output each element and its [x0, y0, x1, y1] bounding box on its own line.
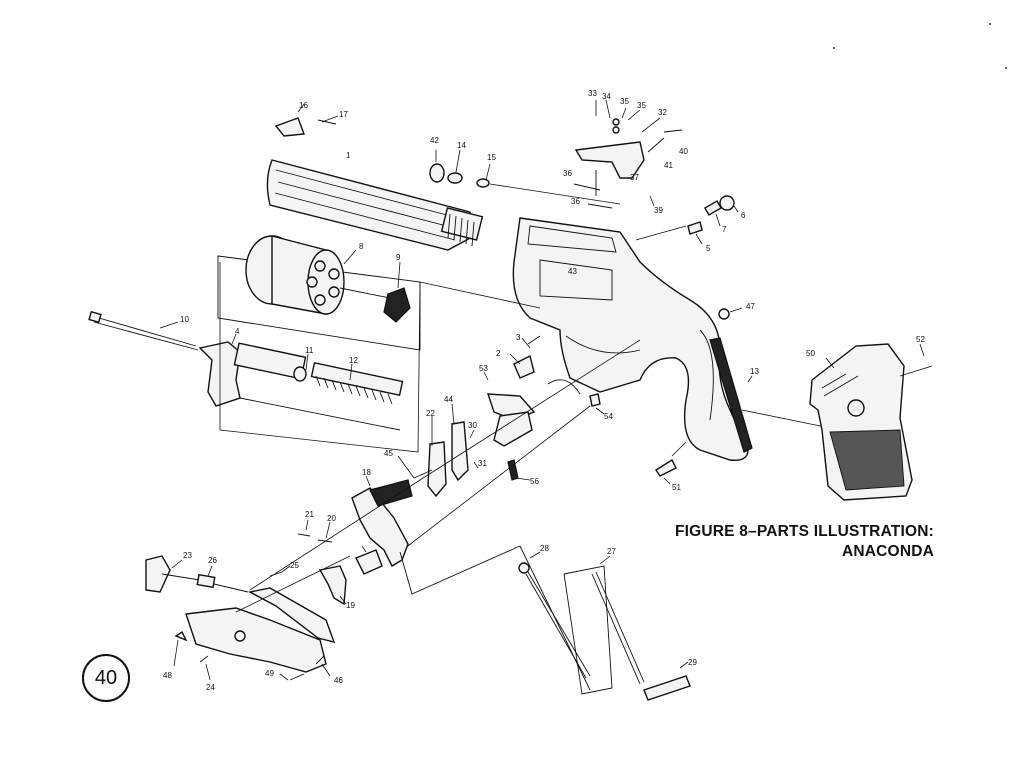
callout-47: 47 — [746, 302, 755, 311]
callout-27: 27 — [607, 547, 616, 556]
callout-40: 40 — [679, 147, 688, 156]
callout-12: 12 — [349, 356, 358, 365]
callout-50: 50 — [806, 349, 815, 358]
callout-45: 45 — [384, 449, 393, 458]
grip-part — [809, 343, 933, 501]
callout-54: 54 — [604, 412, 613, 421]
callout-53: 53 — [479, 364, 488, 373]
callout-5: 5 — [706, 244, 711, 253]
callout-21: 21 — [305, 510, 314, 519]
callout-4: 4 — [235, 327, 240, 336]
callout-22: 22 — [426, 409, 435, 418]
callout-31: 31 — [478, 459, 487, 468]
callout-32: 32 — [658, 108, 667, 117]
callout-35a: 35 — [620, 97, 629, 106]
callout-33: 33 — [588, 89, 597, 98]
callout-labels: 1 2 3 4 5 6 7 8 9 10 11 12 13 14 15 16 1… — [163, 89, 925, 692]
callout-19: 19 — [346, 601, 355, 610]
callout-6: 6 — [741, 211, 746, 220]
ejector-rod-parts — [429, 149, 621, 205]
trigger-part — [269, 519, 347, 606]
callout-2: 2 — [496, 349, 501, 358]
assembly-bracket-lines — [219, 262, 541, 453]
callout-8: 8 — [359, 242, 364, 251]
callout-26: 26 — [208, 556, 217, 565]
callout-15: 15 — [487, 153, 496, 162]
barrel-part — [266, 159, 484, 251]
callout-48: 48 — [163, 671, 172, 680]
page-number-badge: 40 — [82, 654, 130, 702]
callout-16: 16 — [299, 101, 308, 110]
crane-assembly — [198, 333, 404, 431]
callout-17: 17 — [339, 110, 348, 119]
hammer-spring-parts — [635, 195, 739, 245]
callout-52: 52 — [916, 335, 925, 344]
callout-51: 51 — [672, 483, 681, 492]
callout-56: 56 — [530, 477, 539, 486]
figure-title-line1: FIGURE 8–PARTS ILLUSTRATION: — [674, 523, 934, 540]
callout-29: 29 — [688, 658, 697, 667]
latch-part — [145, 555, 249, 593]
callout-20: 20 — [327, 514, 336, 523]
callout-7: 7 — [722, 225, 727, 234]
ejector-rod — [88, 310, 199, 351]
callout-44: 44 — [444, 395, 453, 404]
callout-9: 9 — [396, 253, 401, 262]
callout-34: 34 — [602, 92, 611, 101]
rear-sight-group — [573, 99, 683, 209]
callout-46: 46 — [334, 676, 343, 685]
lockwork-parts — [397, 335, 605, 553]
rods-parts — [399, 545, 691, 701]
figure-title-line2: ANACONDA — [841, 543, 934, 560]
callout-28: 28 — [540, 544, 549, 553]
callout-10: 10 — [180, 315, 189, 324]
scan-specks — [833, 23, 1007, 69]
assembly-lines — [235, 339, 641, 613]
callout-1: 1 — [346, 151, 351, 160]
callout-30: 30 — [468, 421, 477, 430]
hammer-part — [351, 475, 413, 575]
callout-35b: 35 — [637, 101, 646, 110]
extractor-part — [383, 261, 411, 323]
callout-23: 23 — [183, 551, 192, 560]
callout-3: 3 — [516, 333, 521, 342]
callout-41: 41 — [664, 161, 673, 170]
mainspring-leaders — [655, 375, 831, 485]
callout-39: 39 — [654, 206, 663, 215]
callout-43: 43 — [568, 267, 577, 276]
callout-42: 42 — [430, 136, 439, 145]
screw-47 — [718, 307, 743, 320]
cylinder-part — [217, 235, 421, 351]
callout-13: 13 — [750, 367, 759, 376]
callout-18: 18 — [362, 468, 371, 477]
callout-11: 11 — [305, 346, 314, 355]
callout-36a: 36 — [563, 169, 572, 178]
front-sight-part — [274, 103, 339, 137]
callout-37: 37 — [630, 173, 639, 182]
callout-25: 25 — [290, 561, 299, 570]
side-plate-part — [173, 587, 336, 681]
frame-part — [512, 217, 753, 461]
callout-49: 49 — [265, 669, 274, 678]
callout-24: 24 — [206, 683, 215, 692]
figure-caption: FIGURE 8–PARTS ILLUSTRATION: ANACONDA — [675, 522, 934, 562]
callout-36b: 36 — [571, 197, 580, 206]
callout-14: 14 — [457, 141, 466, 150]
